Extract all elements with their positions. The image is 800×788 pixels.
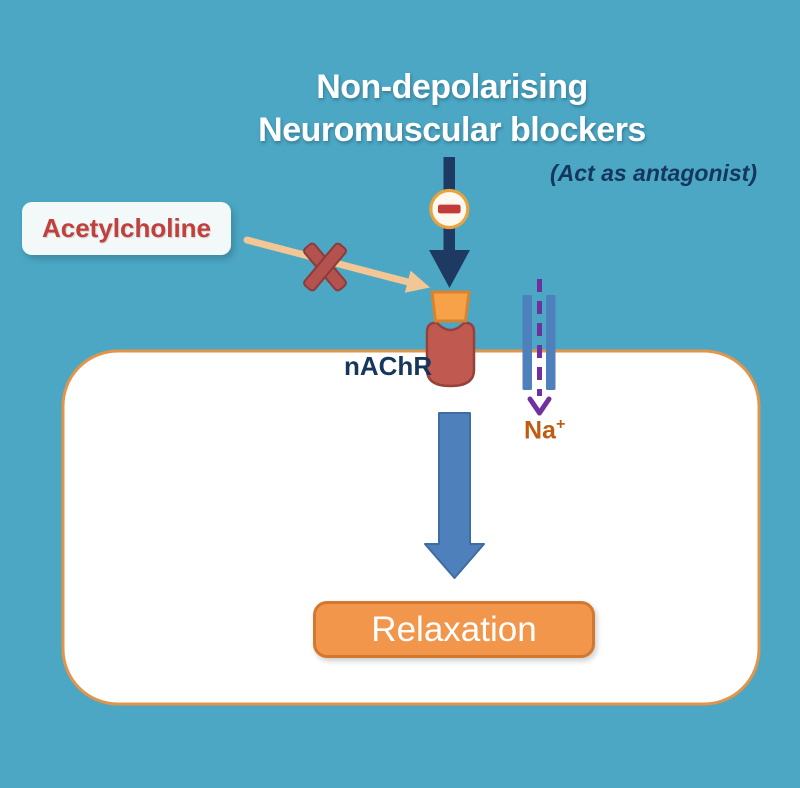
ion-channel bbox=[522, 295, 556, 390]
sodium-ion-symbol: Na bbox=[524, 416, 556, 445]
result-arrow bbox=[424, 412, 485, 579]
inhibition-arrowhead bbox=[429, 250, 470, 288]
blocker-molecule bbox=[430, 290, 471, 323]
acetylcholine-label: Acetylcholine bbox=[41, 213, 212, 243]
minus-icon-bar bbox=[438, 204, 461, 214]
acetylcholine-arrowhead bbox=[404, 270, 430, 293]
nachr-receptor bbox=[425, 321, 476, 388]
relaxation-box: Relaxation bbox=[313, 601, 595, 658]
blocked-cross-icon bbox=[303, 242, 347, 292]
sodium-ion-label: Na+ bbox=[524, 416, 565, 445]
sodium-ion-charge: + bbox=[555, 416, 566, 433]
inhibition-arrow bbox=[429, 157, 470, 288]
title-line-2: Neuromuscular blockers bbox=[258, 111, 646, 149]
diagram-subtitle: (Act as antagonist) bbox=[549, 160, 757, 186]
relaxation-label: Relaxation bbox=[371, 609, 537, 649]
sodium-flow-arrow bbox=[527, 279, 552, 416]
acetylcholine-label-box: Acetylcholine bbox=[22, 202, 231, 255]
receptor-label: nAChR bbox=[344, 351, 433, 381]
ion-channel-right-bar bbox=[546, 295, 556, 390]
sodium-arrowhead bbox=[527, 396, 552, 416]
diagram-title: Non-depolarising Neuromuscular blockers bbox=[52, 66, 800, 152]
title-line-1: Non-depolarising bbox=[316, 68, 588, 106]
ion-channel-left-bar bbox=[522, 295, 532, 390]
